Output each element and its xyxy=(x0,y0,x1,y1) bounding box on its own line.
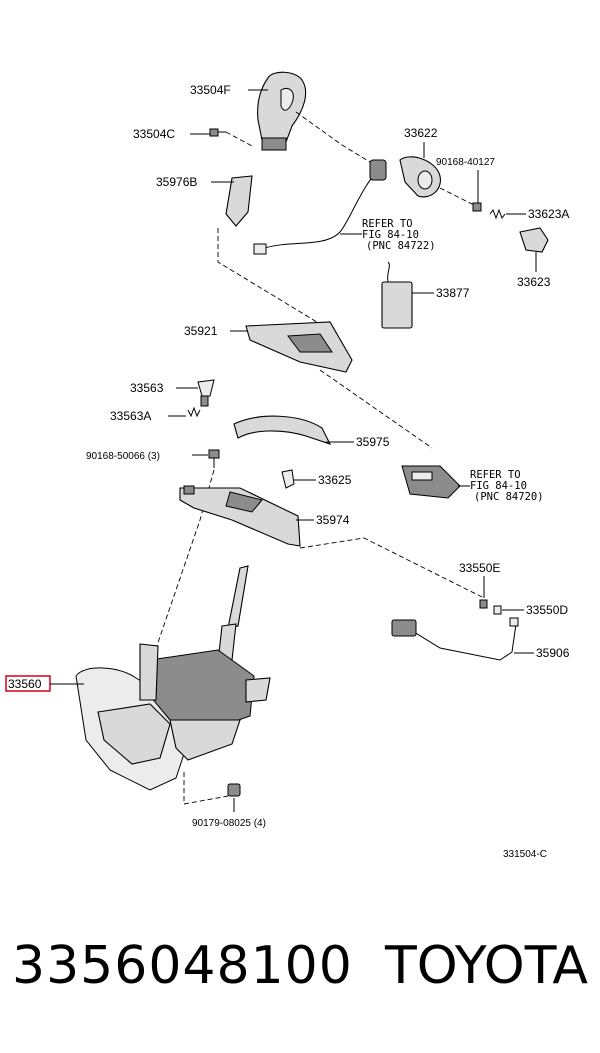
label-33622[interactable]: 33622 xyxy=(404,126,438,140)
dash-knob-wire xyxy=(295,111,371,163)
shaft-cover-35976B[interactable] xyxy=(225,175,253,227)
tag-33877[interactable] xyxy=(381,261,413,329)
wire-35906[interactable] xyxy=(391,617,519,661)
screw-33504C[interactable] xyxy=(209,128,226,137)
label-35976B[interactable]: 35976B xyxy=(156,175,197,189)
clip-33563[interactable] xyxy=(197,379,215,407)
dash-cover-switch xyxy=(319,369,433,449)
label-35921[interactable]: 35921 xyxy=(184,324,218,338)
shift-lever-assembly-33560[interactable] xyxy=(75,565,271,791)
housing-35974[interactable] xyxy=(179,485,301,547)
indicator-plate-35975[interactable] xyxy=(233,415,332,445)
footer-part-number: 3356048100 xyxy=(12,936,353,996)
label-33550D[interactable]: 33550D xyxy=(526,603,568,617)
top-cover-35921[interactable] xyxy=(245,321,353,373)
label-90168-50066[interactable]: 90168-50066 (3) xyxy=(86,451,160,462)
label-33623[interactable]: 33623 xyxy=(517,275,551,289)
ref-84722-line1: REFER TO xyxy=(362,218,413,230)
label-33550E[interactable]: 33550E xyxy=(459,561,500,575)
dash-knob-down xyxy=(217,228,331,331)
dash-screw-down xyxy=(151,469,215,661)
ref-84720-line1: REFER TO xyxy=(470,469,521,481)
wire-harness-84722[interactable] xyxy=(253,159,387,255)
diagram-code: 331504-C xyxy=(503,849,547,860)
dash-33504C xyxy=(225,131,253,147)
shift-knob[interactable] xyxy=(257,71,307,151)
label-90168-40127[interactable]: 90168-40127 xyxy=(436,157,495,168)
button-33623[interactable] xyxy=(519,227,549,253)
dash-housing-bulb xyxy=(299,537,485,599)
ref-84720-line3: (PNC 84720) xyxy=(474,491,544,503)
screw-90168-50066[interactable] xyxy=(208,449,220,468)
ref-84720-line2: FIG 84-10 xyxy=(470,480,527,492)
button-33622[interactable] xyxy=(399,156,441,198)
label-33563[interactable]: 33563 xyxy=(130,381,164,395)
bolt-90179-08025[interactable] xyxy=(227,783,241,797)
spring-33623A[interactable] xyxy=(489,208,506,220)
label-35975[interactable]: 35975 xyxy=(356,435,390,449)
parts-diagram: 33504F 33504C 35976B REFER TO FIG 84-10 … xyxy=(5,71,570,860)
label-35974[interactable]: 35974 xyxy=(316,513,350,527)
part-footer: 3356048100 TOYOTA xyxy=(0,930,600,1020)
ref-84722-line3: (PNC 84722) xyxy=(366,240,436,252)
label-33625[interactable]: 33625 xyxy=(318,473,352,487)
switch-84720[interactable] xyxy=(401,465,461,499)
label-33504C[interactable]: 33504C xyxy=(133,127,175,141)
label-33504F[interactable]: 33504F xyxy=(190,83,231,97)
footer-brand: TOYOTA xyxy=(385,936,588,996)
label-90179-08025[interactable]: 90179-08025 (4) xyxy=(192,818,266,829)
ref-84722-line2: FIG 84-10 xyxy=(362,229,419,241)
label-33877[interactable]: 33877 xyxy=(436,286,470,300)
label-33623A[interactable]: 33623A xyxy=(528,207,569,221)
label-35906[interactable]: 35906 xyxy=(536,646,570,660)
socket-33550E[interactable] xyxy=(479,599,488,609)
label-33560[interactable]: 33560 xyxy=(8,677,42,691)
spring-33563A[interactable] xyxy=(187,406,201,418)
pin-90168-40127[interactable] xyxy=(472,202,482,212)
stopper-33625[interactable] xyxy=(281,469,295,489)
dash-bolt xyxy=(183,772,229,805)
bulb-33550D[interactable] xyxy=(493,605,502,615)
label-33563A[interactable]: 33563A xyxy=(110,409,151,423)
dash-pin xyxy=(439,187,475,206)
